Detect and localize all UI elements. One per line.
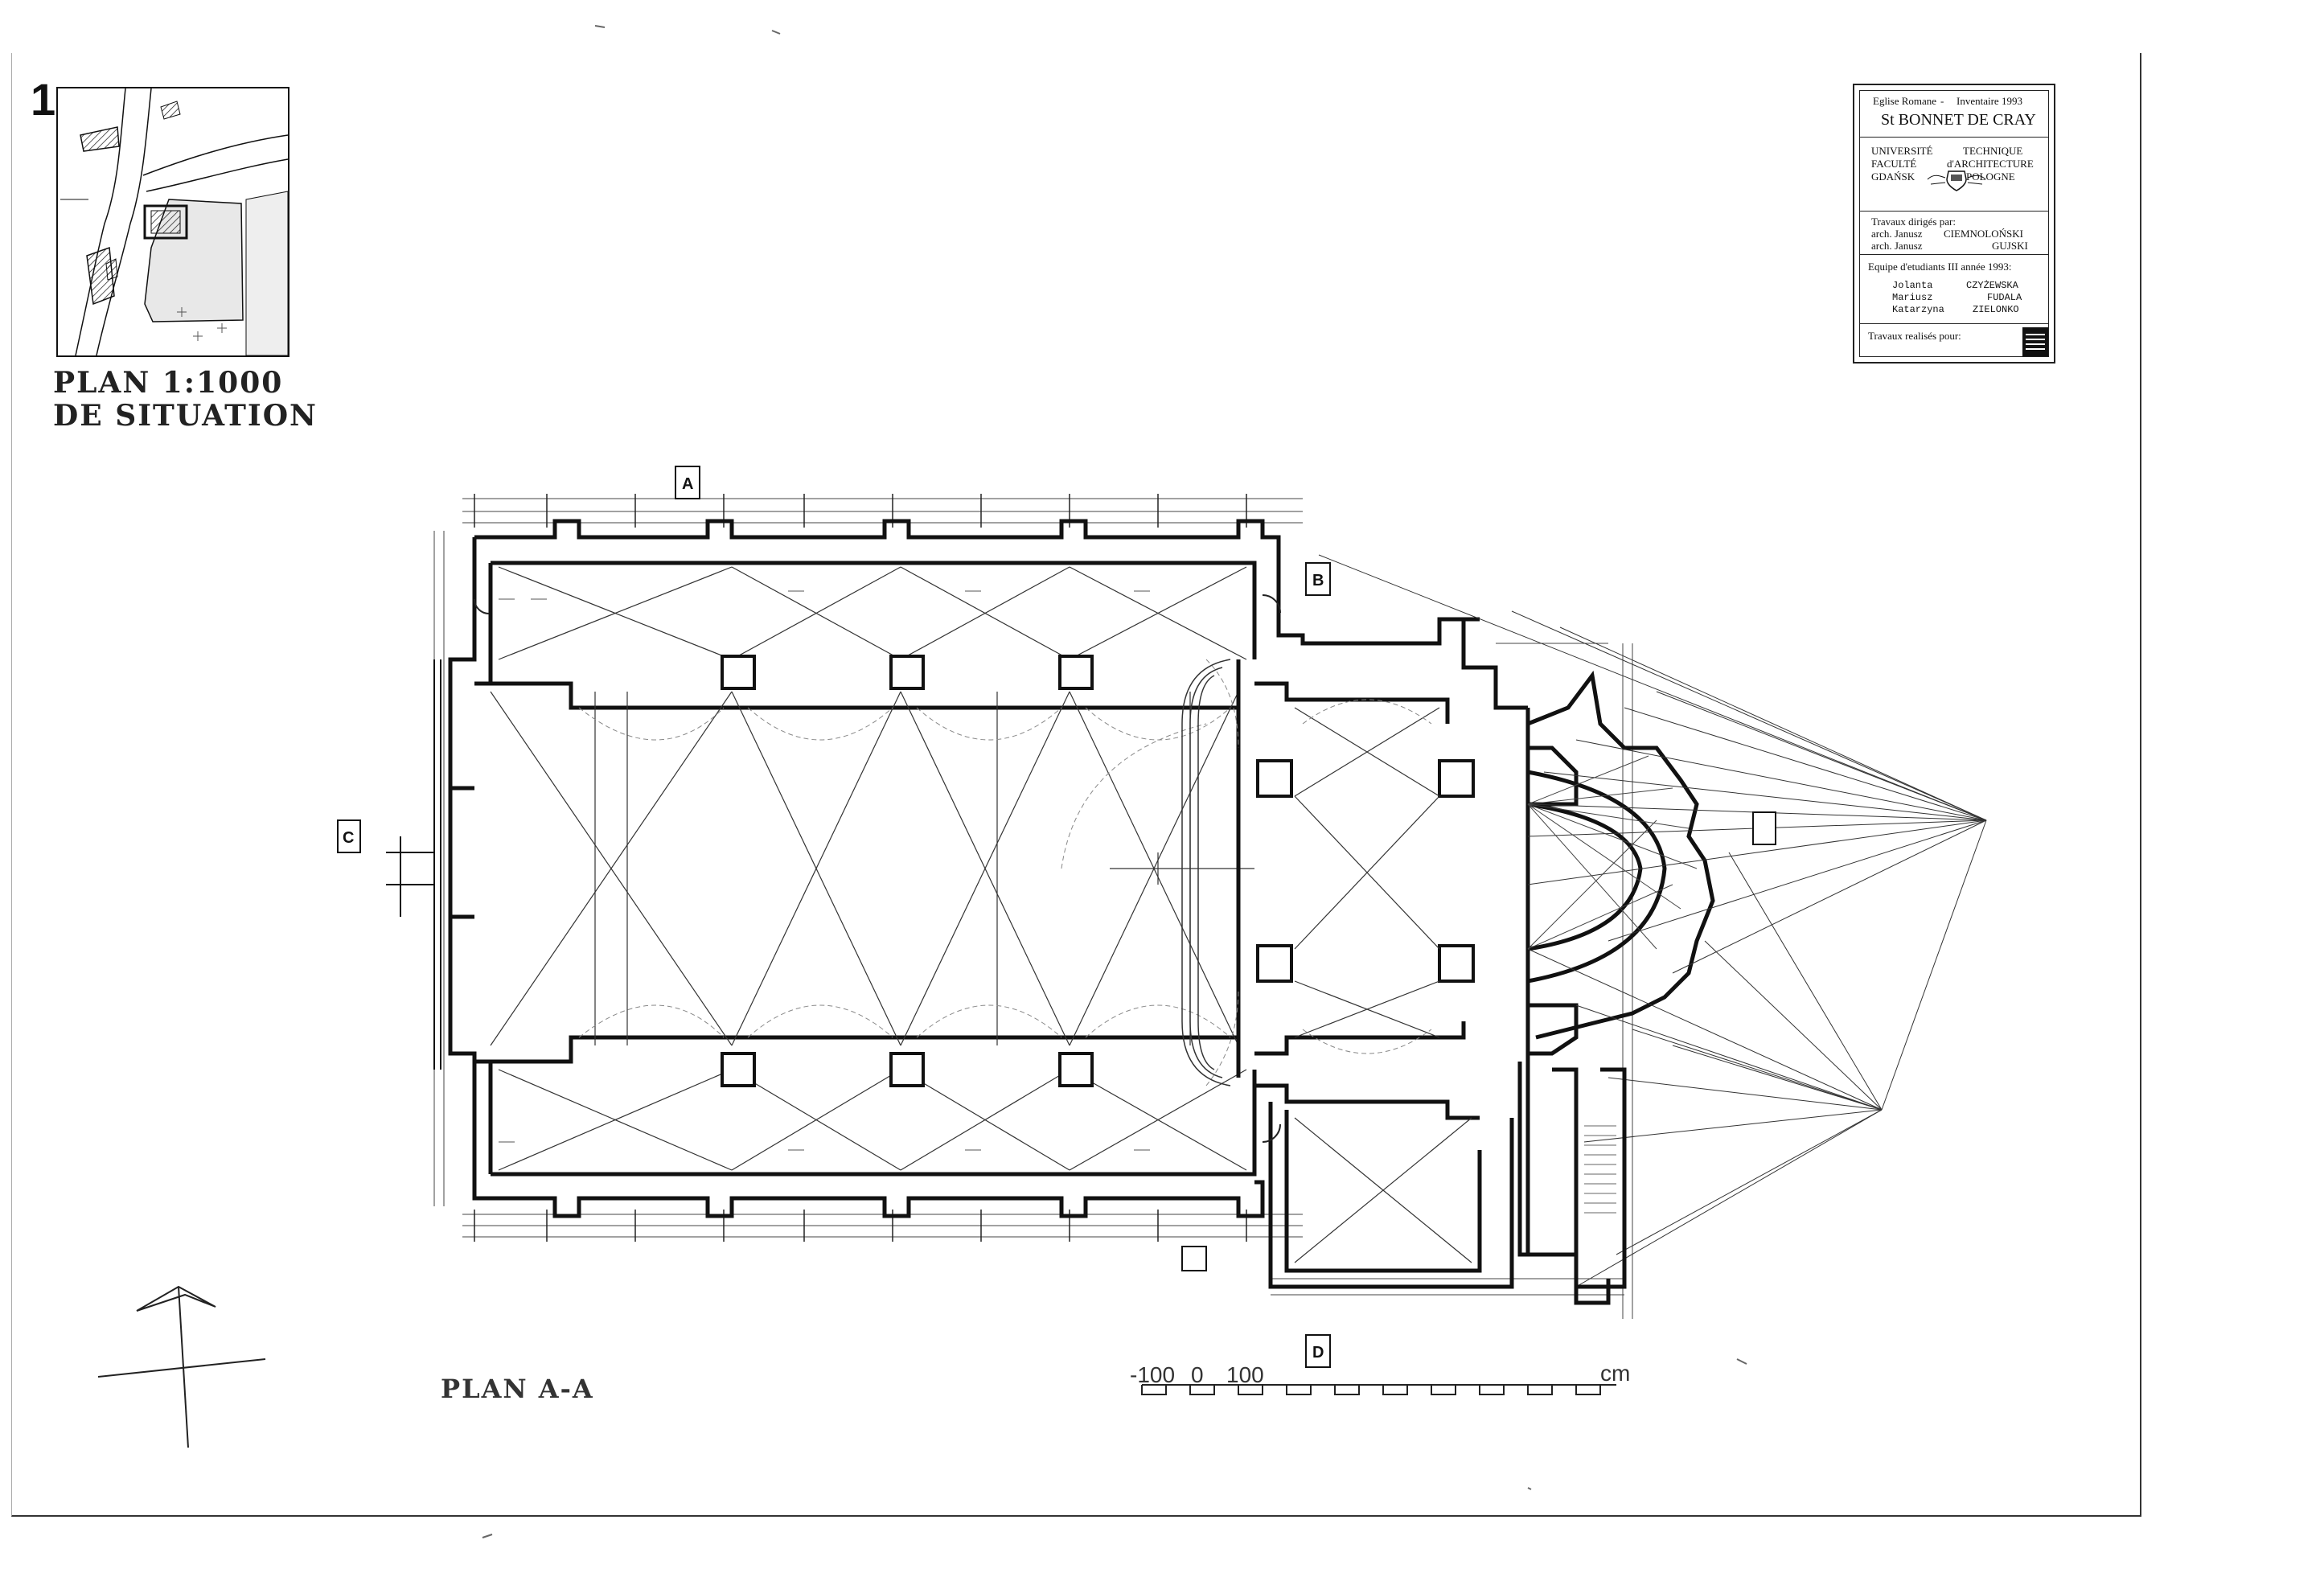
apse-fan xyxy=(1527,755,1698,950)
univ-right-1: TECHNIQUE xyxy=(1963,145,2023,157)
directors-section: Travaux dirigés par: arch. Janusz CIEMNO… xyxy=(1860,212,2048,255)
section-marks xyxy=(337,466,1776,1368)
stair-hatch xyxy=(1584,1125,1616,1214)
team-label: Equipe d'etudiants III année 1993: xyxy=(1868,261,2012,273)
univ-right-2: d'ARCHITECTURE xyxy=(1947,158,2034,170)
title-block-inner: Eglise Romane - Inventaire 1993 St BONNE… xyxy=(1859,90,2049,357)
situation-title: PLAN 1:1000 DE SITUATION xyxy=(53,366,318,433)
univ-left-2: FACULTÉ xyxy=(1871,158,1917,170)
north-arrow-icon xyxy=(97,1285,266,1448)
univ-left-3: GDAŃSK xyxy=(1871,170,1915,183)
title-block: Eglise Romane - Inventaire 1993 St BONNE… xyxy=(1853,84,2055,363)
section-labels: A B D C xyxy=(343,475,1324,1362)
students-section: Equipe d'etudiants III année 1993: Jolan… xyxy=(1860,255,2048,324)
student-3-last: ZIELONKO xyxy=(1973,304,2019,315)
apse-radials xyxy=(1318,554,1987,1288)
scale-label-neg100: -100 xyxy=(1130,1362,1176,1387)
section-label-d: D xyxy=(1312,1344,1324,1362)
university-section: UNIVERSITÉ FACULTÉ GDAŃSK TECHNIQUE d'AR… xyxy=(1860,138,2048,212)
univ-left-1: UNIVERSITÉ xyxy=(1871,145,1933,157)
situation-map xyxy=(56,87,289,357)
directed-label: Travaux dirigés par: xyxy=(1871,216,1956,228)
door-arcs xyxy=(474,594,1281,1143)
director-1-name: CIEMNOLOŃSKI xyxy=(1944,228,2023,240)
ministry-logo-icon xyxy=(2022,327,2048,356)
stray-marks xyxy=(482,25,1747,1538)
nave-piers xyxy=(721,655,1094,1087)
crossing-vault-lines xyxy=(1294,707,1472,1263)
sacristy xyxy=(1517,1062,1627,1305)
nave-vault-lines xyxy=(490,566,1254,1171)
west-entrance xyxy=(386,659,441,1070)
crossing-arcs xyxy=(1205,659,1432,1086)
plan-title: PLAN A-A xyxy=(441,1374,594,1404)
sheet-frame xyxy=(11,53,2141,1517)
student-1-last: CZYŻEWSKA xyxy=(1966,280,2018,291)
header-separator: - xyxy=(1940,95,1944,107)
section-label-c: C xyxy=(343,829,354,847)
scale-label-zero: 0 xyxy=(1191,1362,1204,1387)
sheet-number: 1 xyxy=(31,74,56,125)
univ-right-3: POLOGNE xyxy=(1966,170,2015,183)
scale-unit: cm xyxy=(1600,1361,1631,1386)
situation-title-line1: PLAN 1:1000 xyxy=(53,366,284,400)
realised-label: Travaux realisés pour: xyxy=(1868,330,1961,342)
director-2-title: arch. Janusz xyxy=(1871,240,1923,252)
nave-walls xyxy=(448,519,1480,1218)
student-3-first: Katarzyna xyxy=(1892,304,1944,315)
header-left-text: Eglise Romane xyxy=(1873,95,1937,107)
student-2-first: Mariusz xyxy=(1892,292,1933,303)
scale-bar xyxy=(1141,1384,1616,1395)
dimension-annotations xyxy=(499,590,1150,1151)
crossing-piers xyxy=(1256,759,1475,983)
director-2-name: GUJSKI xyxy=(1992,240,2028,252)
dimension-ticks xyxy=(474,494,1247,1242)
student-1-first: Jolanta xyxy=(1892,280,1933,291)
section-label-a: A xyxy=(682,475,693,493)
dimension-lines xyxy=(433,498,1633,1319)
student-2-last: FUDALA xyxy=(1987,292,2022,303)
header-right-text: Inventaire 1993 xyxy=(1957,95,2022,107)
realised-section: Travaux realisés pour: xyxy=(1860,324,2048,359)
director-1-title: arch. Janusz xyxy=(1871,228,1923,240)
section-label-b: B xyxy=(1312,572,1324,589)
title-block-header: Eglise Romane - Inventaire 1993 St BONNE… xyxy=(1860,91,2048,138)
church-name: St BONNET DE CRAY xyxy=(1881,111,2036,129)
situation-title-line2: DE SITUATION xyxy=(53,399,318,433)
scale-label-100: 100 xyxy=(1226,1362,1264,1387)
nave-vault-arcs xyxy=(578,707,1231,1038)
entrance-steps xyxy=(1181,659,1231,1086)
university-crest-icon xyxy=(1927,170,1986,191)
